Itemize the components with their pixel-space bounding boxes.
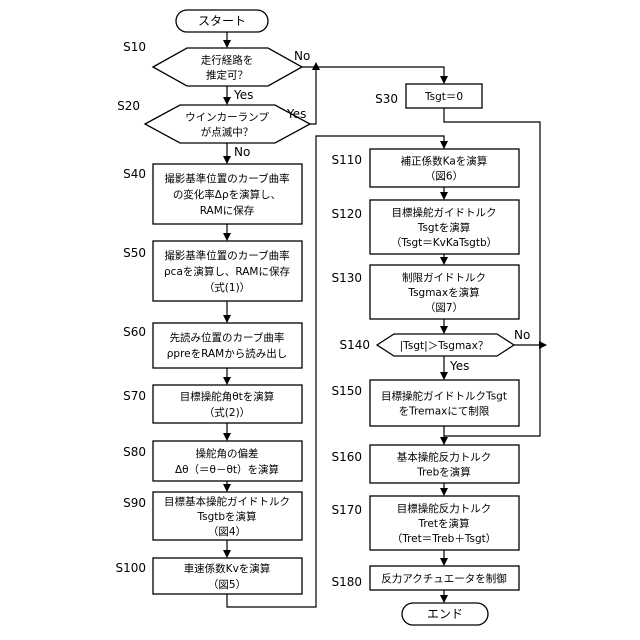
box-text-s160-line-1: 基本操舵反力トルク xyxy=(397,451,492,464)
step-id-s30: S30 xyxy=(375,92,398,106)
box-text-s110-line-2: （図6） xyxy=(425,171,463,183)
box-text-s30-line-1: Tsgt＝0 xyxy=(424,91,463,103)
box-text-s20-line-1: ウインカーランプ xyxy=(185,112,269,124)
s10-yes-label: Yes xyxy=(233,88,253,102)
s140-no-label: No xyxy=(514,328,530,342)
box-text-s90-line-2: Tsgtbを演算 xyxy=(196,510,256,523)
s20-no-label: No xyxy=(234,145,250,159)
box-text-s150-line-1: 目標操舵ガイドトルクTsgt xyxy=(381,390,507,403)
step-id-s100: S100 xyxy=(115,561,146,575)
box-text-s150-line-2: をTremaxにて制限 xyxy=(399,405,490,418)
step-id-s20: S20 xyxy=(117,99,140,113)
box-text-s80-line-2: Δθ（＝θ－θt）を演算 xyxy=(175,463,279,476)
box-text-s130-line-1: 制限ガイドトルク xyxy=(402,271,486,284)
step-id-s130: S130 xyxy=(331,271,362,285)
edge-s10-no-s30 xyxy=(302,67,444,83)
step-id-s70: S70 xyxy=(123,389,146,403)
box-text-s170-line-1: 目標操舵反力トルク xyxy=(397,502,492,515)
box-text-s10-line-1: 走行経路を xyxy=(201,54,254,67)
step-id-s170: S170 xyxy=(331,503,362,517)
step-id-s50: S50 xyxy=(123,246,146,260)
box-text-s60-line-2: ρpreをRAMから読み出し xyxy=(167,347,288,360)
box-s60 xyxy=(153,323,302,368)
box-text-s120-line-3: （Tsgt＝KvKaTsgtb） xyxy=(391,237,497,249)
box-text-s130-line-3: （図7） xyxy=(425,302,463,314)
box-text-s180-line-1: 反力アクチュエータを制御 xyxy=(381,572,506,585)
s10-no-label: No xyxy=(294,49,310,63)
box-s150 xyxy=(370,380,519,426)
box-text-s20-line-2: が点滅中？ xyxy=(201,126,254,139)
box-text-s90-line-1: 目標基本操舵ガイドトルク xyxy=(164,495,290,508)
step-id-s90: S90 xyxy=(123,496,146,510)
box-text-s130-line-2: Tsgmaxを演算 xyxy=(407,286,479,299)
box-text-s120-line-1: 目標操舵ガイドトルク xyxy=(392,206,497,219)
box-text-s50-line-1: 撮影基準位置のカーブ曲率 xyxy=(164,249,289,262)
s140-yes-label: Yes xyxy=(449,359,469,373)
box-text-s110-line-1: 補正係数Kaを演算 xyxy=(401,155,488,168)
box-text-s70-line-2: （式(2)） xyxy=(204,406,250,419)
step-id-s180: S180 xyxy=(331,575,362,589)
box-text-s40-line-1: 撮影基準位置のカーブ曲率 xyxy=(164,172,289,185)
step-id-s150: S150 xyxy=(331,384,362,398)
end-label: エンド xyxy=(427,607,463,621)
box-text-s60-line-1: 先読み位置のカーブ曲率 xyxy=(170,331,285,344)
box-text-s160-line-2: Trebを演算 xyxy=(416,466,471,479)
box-text-s100-line-2: （図5） xyxy=(208,579,246,591)
step-id-s160: S160 xyxy=(331,450,362,464)
box-text-s50-line-2: ρcaを演算し、RAMに保存 xyxy=(164,265,290,278)
box-text-s50-line-3: （式(1)） xyxy=(204,281,250,294)
box-text-s40-line-2: の変化率Δρを演算し、 xyxy=(173,188,281,201)
box-text-s90-line-3: （図4） xyxy=(208,526,246,538)
box-text-s80-line-1: 操舵角の偏差 xyxy=(196,447,259,460)
box-text-s140-line-1: |Tsgt|＞Tsgmax？ xyxy=(400,340,489,352)
step-id-s120: S120 xyxy=(331,207,362,221)
step-id-s140: S140 xyxy=(339,338,370,352)
edge-s20-yes xyxy=(310,63,316,124)
box-text-s40-line-3: RAMに保存 xyxy=(200,204,255,217)
s20-yes-label: Yes xyxy=(286,107,306,121)
box-text-s100-line-1: 車速係数Kvを演算 xyxy=(184,562,271,575)
box-text-s10-line-2: 推定可？ xyxy=(206,69,248,82)
box-text-s170-line-2: Tretを演算 xyxy=(417,517,469,530)
box-text-s170-line-3: （Tret＝Treb＋Tsgt） xyxy=(392,533,497,545)
step-id-s40: S40 xyxy=(123,167,146,181)
box-text-s70-line-1: 目標操舵角θtを演算 xyxy=(180,390,275,403)
step-id-s10: S10 xyxy=(123,40,146,54)
step-id-s110: S110 xyxy=(331,153,362,167)
box-text-s120-line-2: Tsgtを演算 xyxy=(417,221,470,234)
step-id-s80: S80 xyxy=(123,445,146,459)
start-label: スタート xyxy=(198,14,246,28)
step-id-s60: S60 xyxy=(123,325,146,339)
